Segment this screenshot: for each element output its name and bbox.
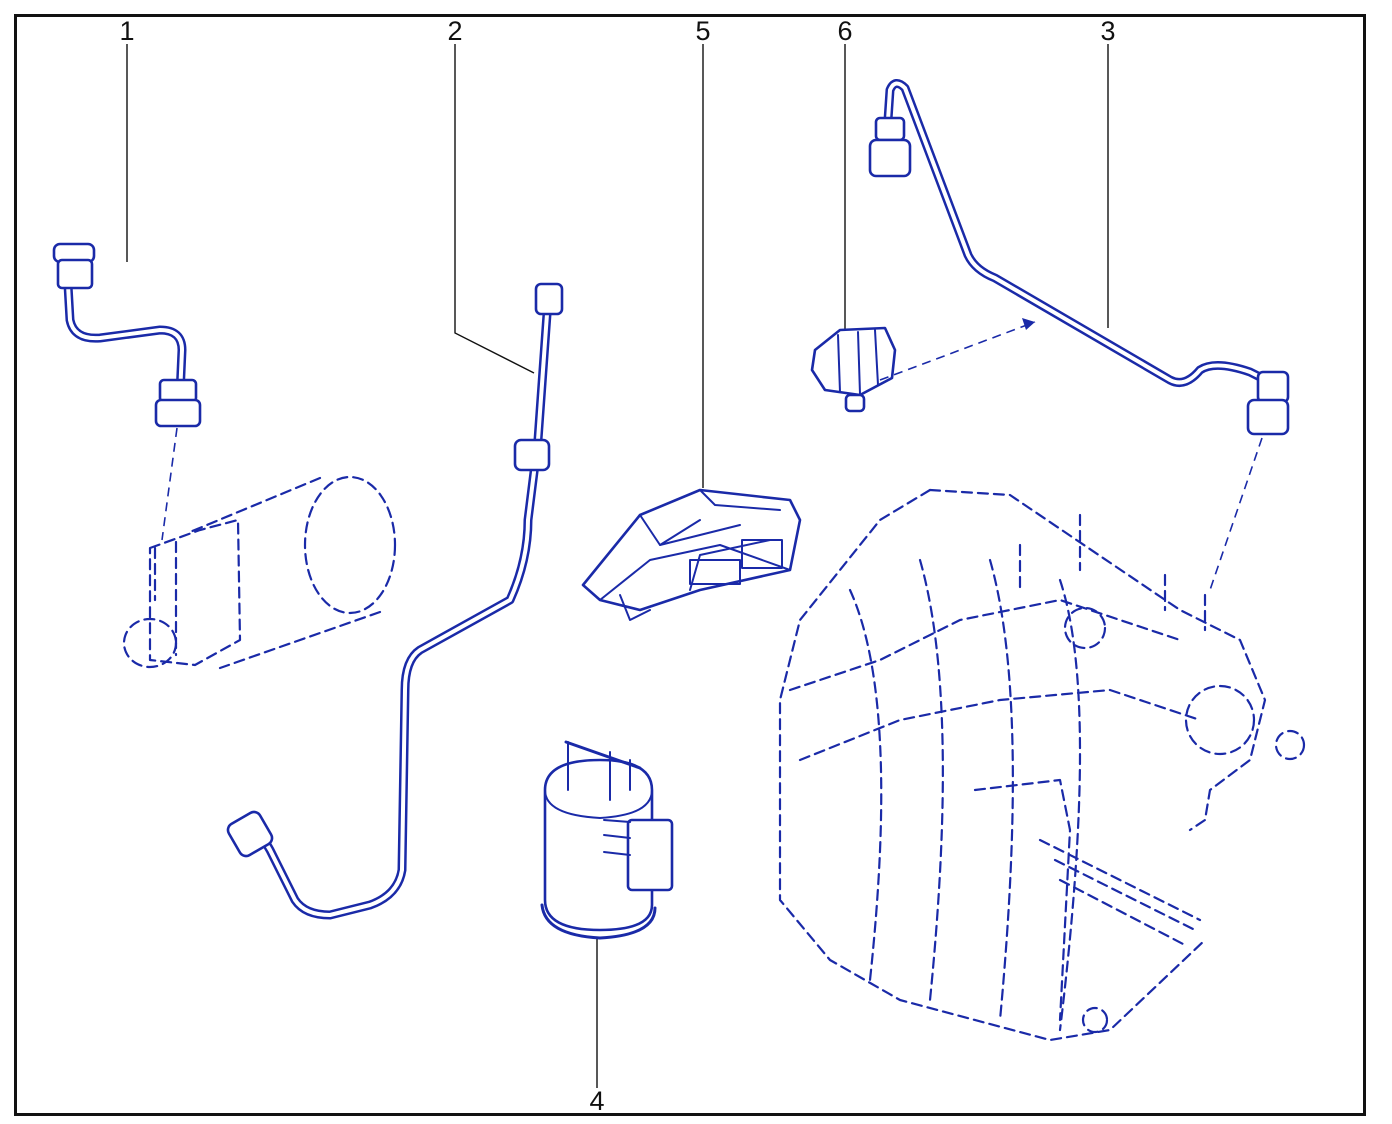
callout-3: 3 — [1100, 16, 1116, 46]
callout-6: 6 — [837, 16, 853, 46]
part-5-bracket — [581, 488, 802, 621]
leader-2 — [454, 44, 535, 374]
part-3-hose — [868, 79, 1290, 591]
ghost-intake-manifold — [778, 488, 1306, 1042]
callout-2: 2 — [447, 16, 463, 46]
part-6-clip — [810, 318, 1036, 413]
leader-lines — [126, 44, 1109, 1088]
callout-5: 5 — [695, 16, 711, 46]
part-2-line — [226, 282, 564, 920]
ghost-canister-left — [122, 475, 397, 670]
callout-1: 1 — [119, 16, 135, 46]
diagram-frame — [14, 14, 1366, 1116]
callout-4: 4 — [589, 1086, 605, 1116]
part-1-hose — [52, 242, 202, 541]
part-4-canister — [540, 740, 674, 940]
